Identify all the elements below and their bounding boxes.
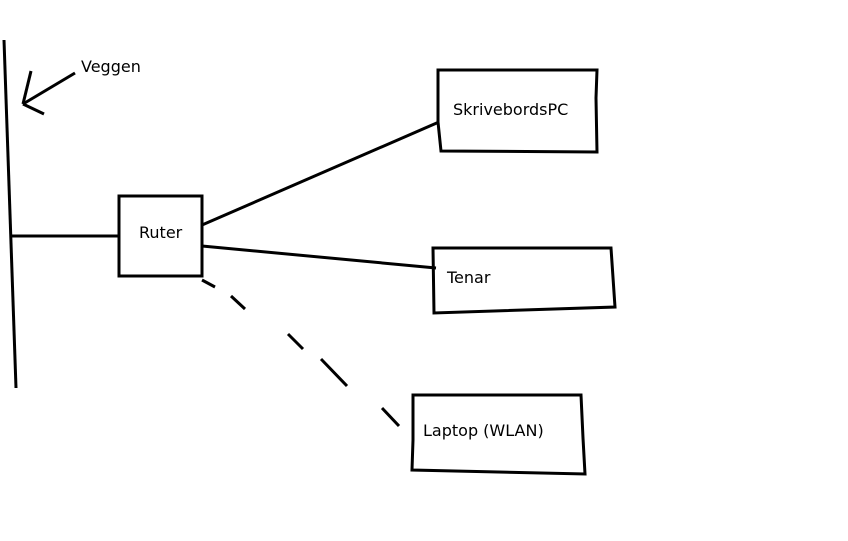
desktop-box: [436, 68, 599, 154]
router-label: Ruter: [139, 223, 183, 242]
router-box: [117, 194, 204, 278]
server-box: [431, 246, 617, 315]
wall-label: Veggen: [81, 57, 141, 76]
router-server-cable: [201, 244, 437, 270]
server-label: Tenar: [447, 268, 491, 287]
laptop-label: Laptop (WLAN): [423, 421, 544, 440]
router-desktop-cable: [201, 120, 440, 227]
router-laptop-wireless-link: [201, 278, 401, 428]
laptop-box: [410, 393, 587, 476]
desktop-label: SkrivebordsPC: [453, 100, 569, 119]
wall-line: [2, 39, 18, 389]
wall-arrow-icon: [21, 70, 76, 116]
